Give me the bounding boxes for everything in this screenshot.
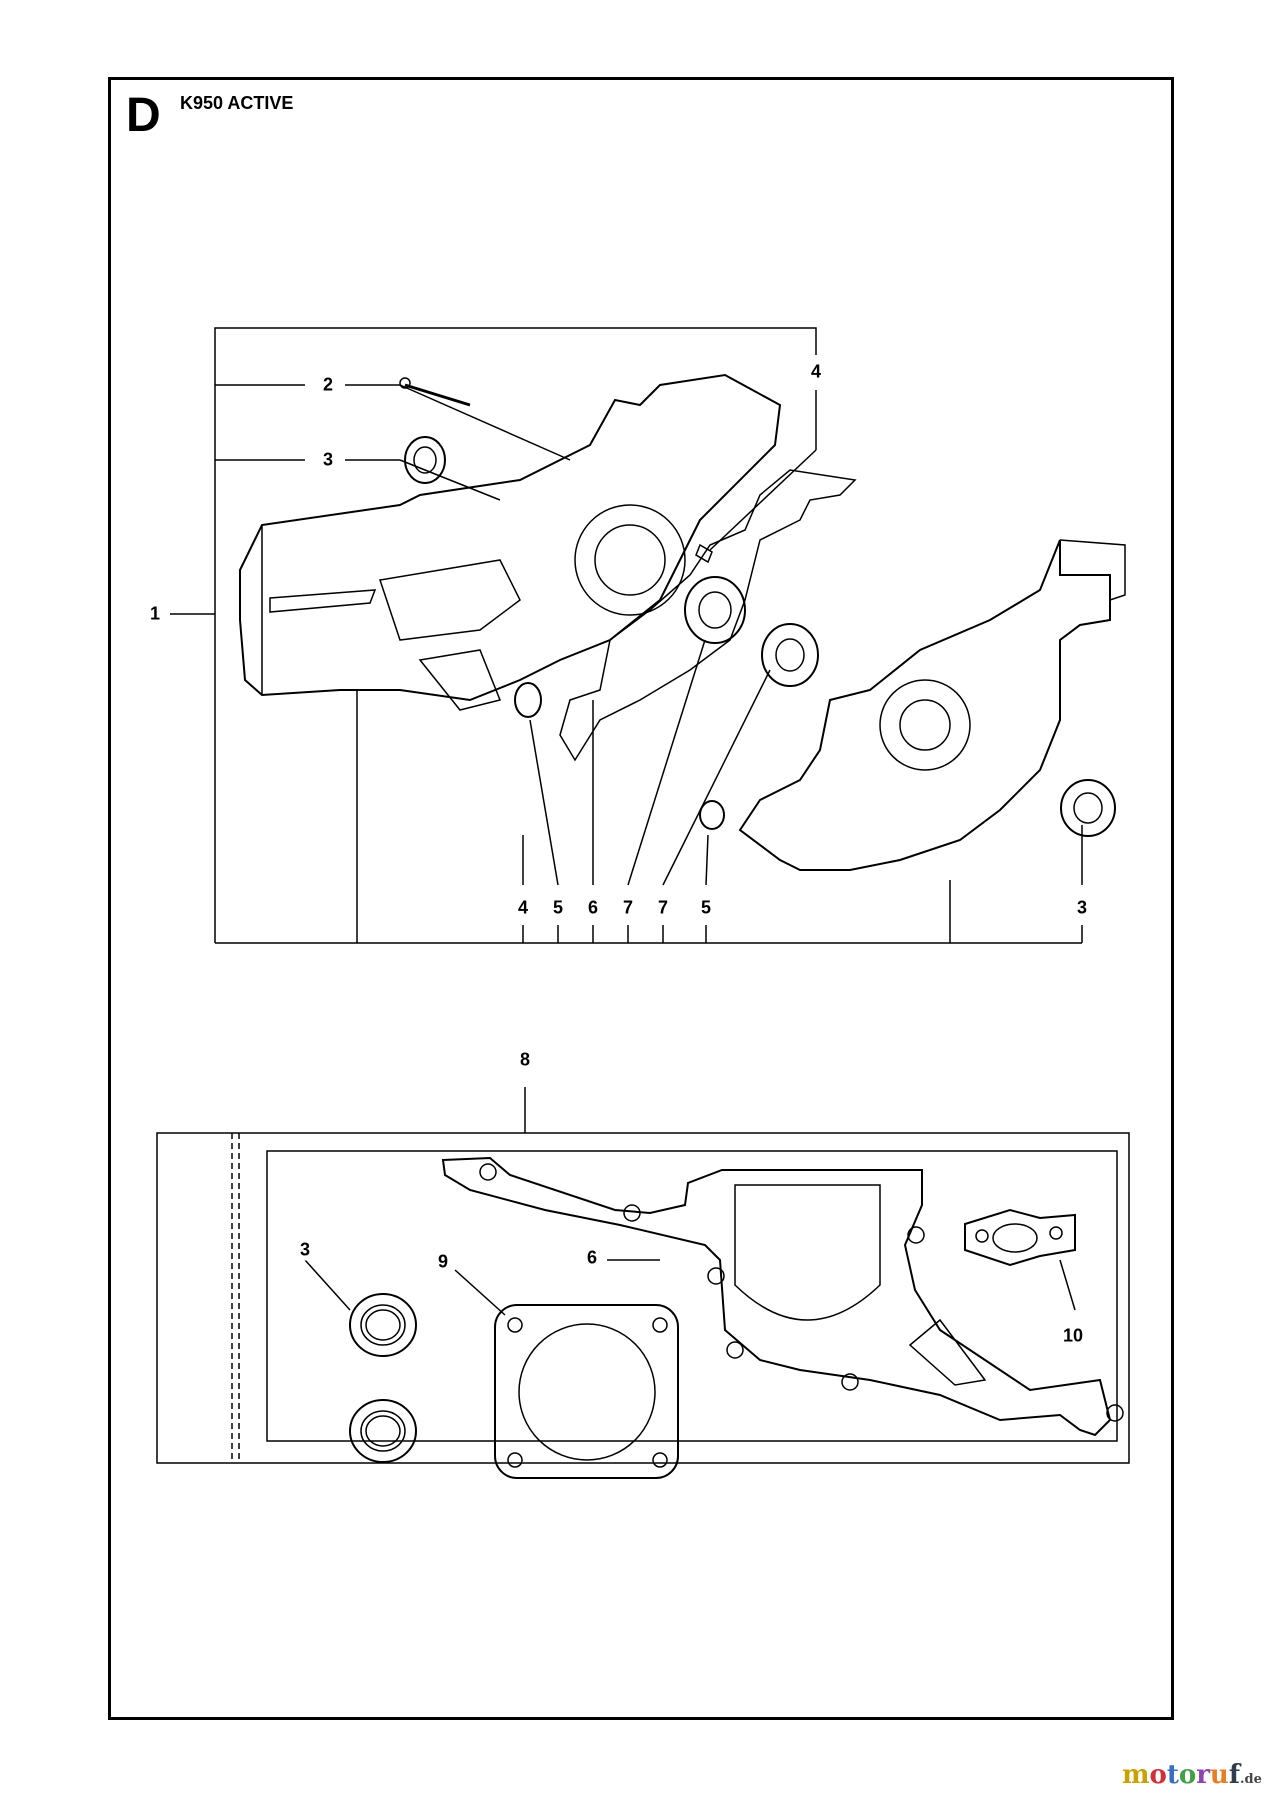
- callout-1: 1: [147, 603, 163, 625]
- callout-9: 9: [435, 1251, 451, 1273]
- callout-6-kit: 6: [584, 1247, 600, 1269]
- callout-7-second: 7: [655, 897, 671, 919]
- callout-3-kit: 3: [297, 1239, 313, 1261]
- right-crankcase: [738, 539, 1111, 871]
- assembly-bracket: [214, 327, 817, 943]
- callout-5: 5: [550, 897, 566, 919]
- section-letter: D: [126, 89, 161, 142]
- callout-8: 8: [517, 1049, 533, 1071]
- callout-10: 10: [1060, 1325, 1086, 1347]
- gasket-kit-bag: [156, 1132, 1130, 1464]
- diagram-frame: [108, 77, 1174, 1720]
- model-title: K950 ACTIVE: [180, 93, 294, 113]
- left-crankcase: [239, 373, 782, 702]
- callout-3: 3: [320, 449, 336, 471]
- callout-4-pin: 4: [515, 897, 531, 919]
- callout-4: 4: [808, 361, 824, 383]
- callout-6: 6: [585, 897, 601, 919]
- watermark-logo: motoruf.de: [1122, 1760, 1262, 1790]
- callout-5-second: 5: [698, 897, 714, 919]
- callout-7: 7: [620, 897, 636, 919]
- callout-2: 2: [320, 374, 336, 396]
- callout-3-right: 3: [1074, 897, 1090, 919]
